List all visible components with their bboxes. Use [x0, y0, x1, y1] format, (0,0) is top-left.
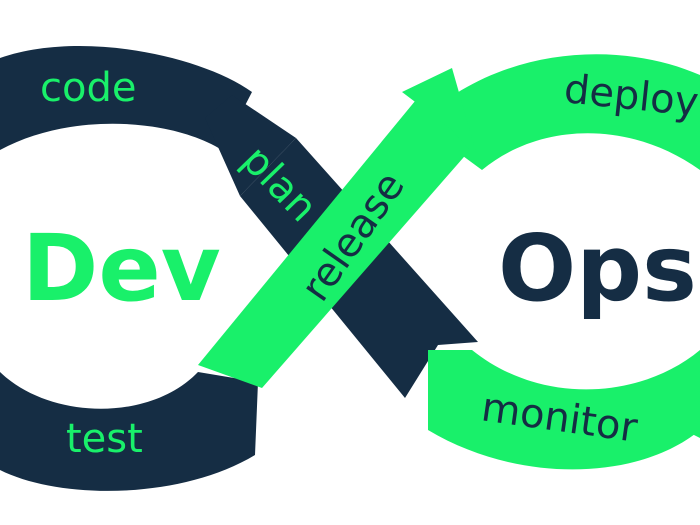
stage-label-code: code: [40, 65, 136, 111]
release-arrow-head: [402, 68, 476, 152]
right-loop-bottom-arc: [428, 350, 700, 470]
left-loop-bottom-arc: [0, 372, 258, 491]
stage-label-test: test: [66, 416, 143, 462]
right-loop-top-arc: [418, 54, 700, 170]
dev-word: Dev: [22, 215, 221, 322]
plan-arrow-head: [205, 95, 296, 196]
left-loop-top-arc: [0, 46, 252, 150]
right-loop-arrow-tip: [688, 360, 700, 438]
release-diagonal-band: [198, 95, 470, 388]
ops-word: Ops: [498, 215, 697, 322]
